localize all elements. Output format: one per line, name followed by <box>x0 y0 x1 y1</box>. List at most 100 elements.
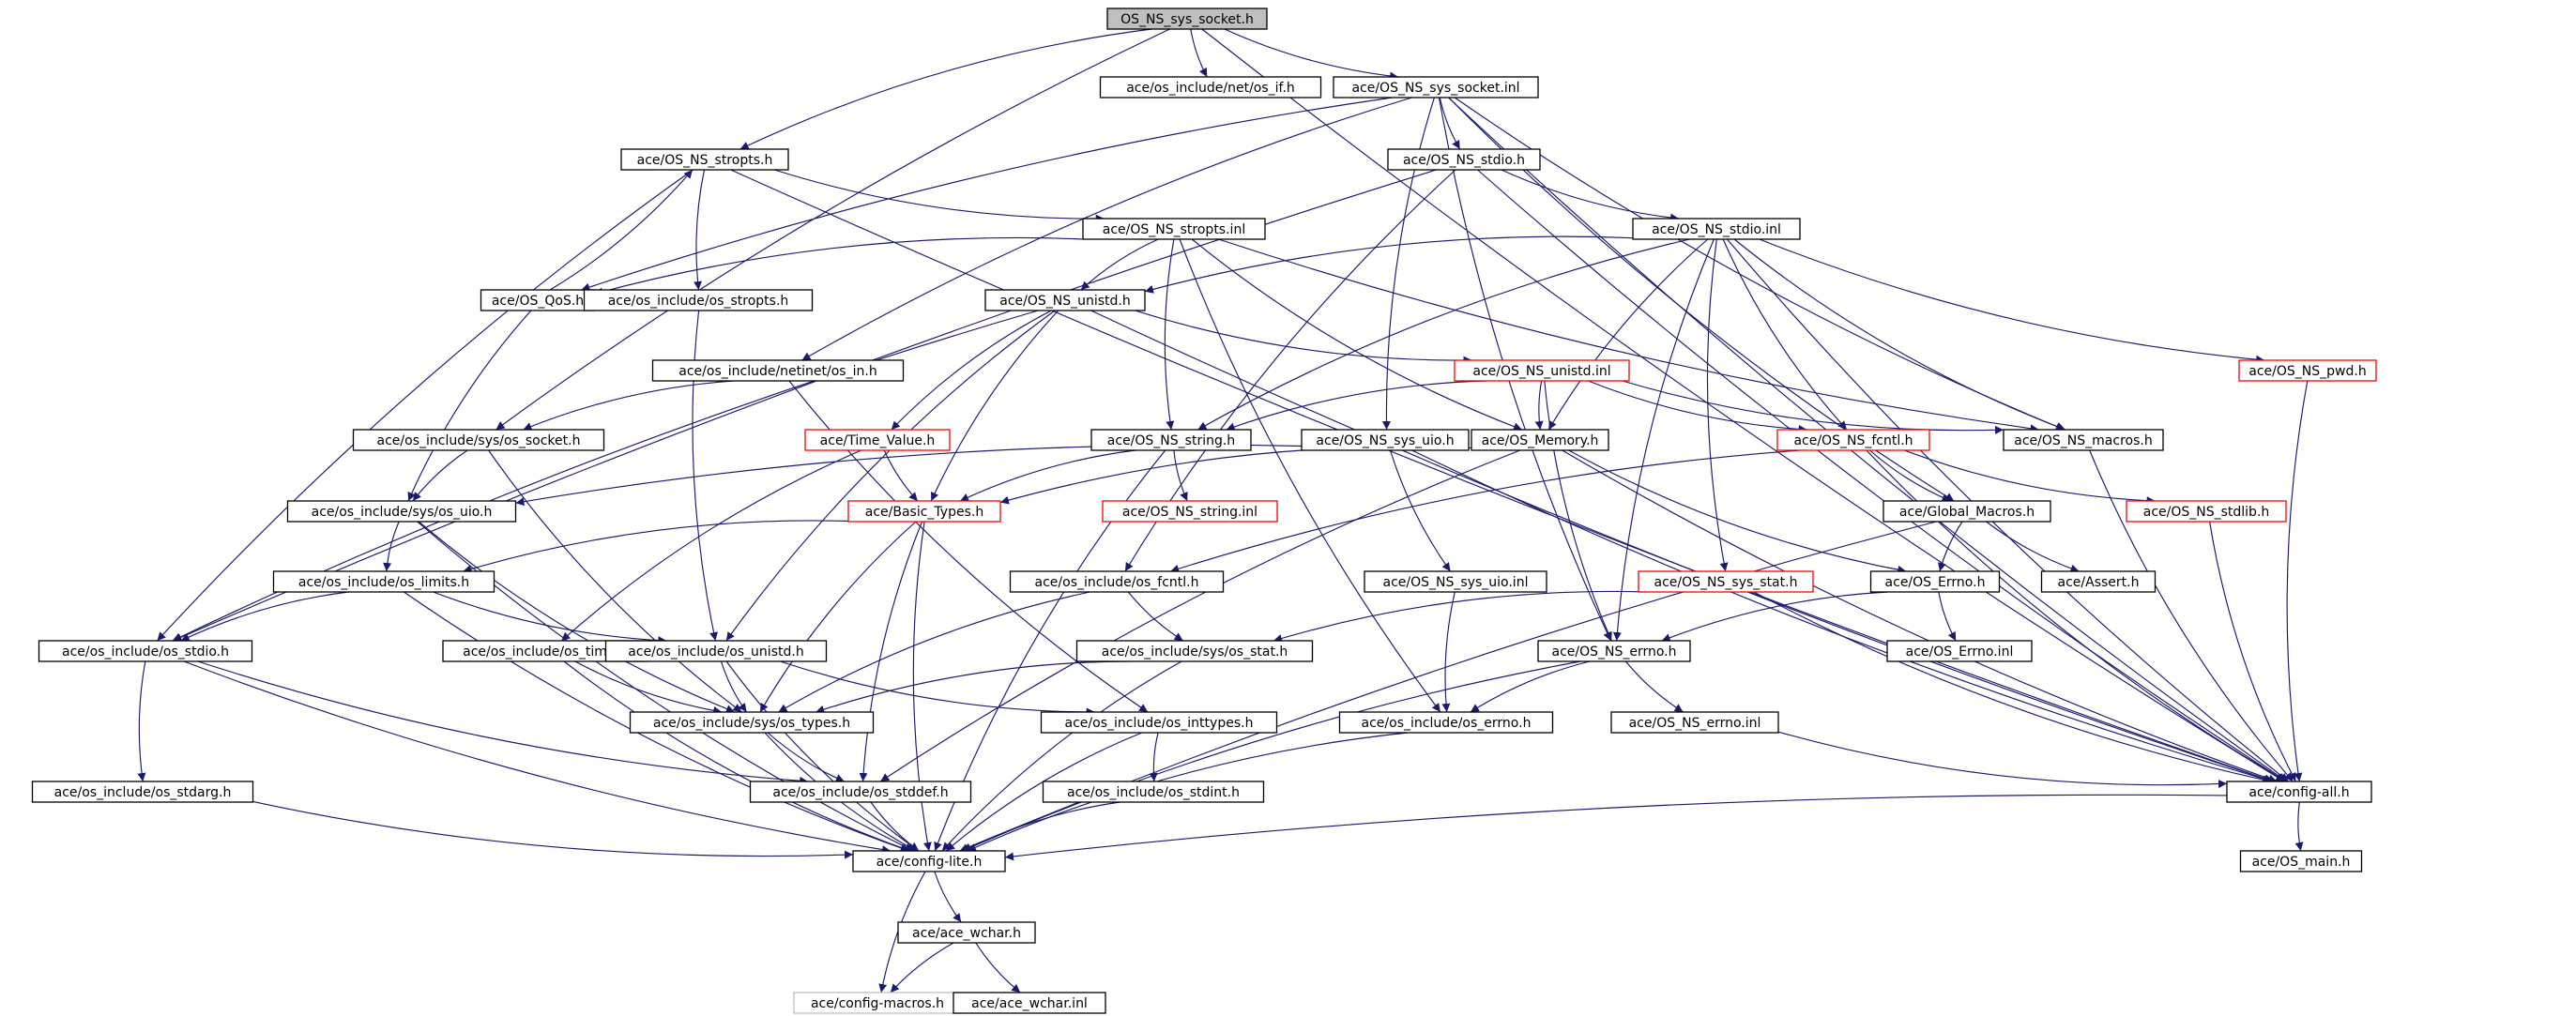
graph-node[interactable]: OS_NS_sys_socket.h <box>1106 8 1268 30</box>
node-box <box>2126 500 2287 523</box>
graph-node[interactable]: ace/OS_NS_stropts.inl <box>1082 218 1266 240</box>
node-label: ace/OS_NS_sys_stat.h <box>1654 575 1798 590</box>
graph-node[interactable]: ace/os_include/os_fcntl.h <box>1009 570 1225 593</box>
graph-node[interactable]: ace/OS_NS_sys_socket.inl <box>1333 76 1539 99</box>
graph-node[interactable]: ace/OS_Errno.h <box>1869 570 2001 593</box>
graph-node[interactable]: ace/os_include/sys/os_types.h <box>629 711 875 734</box>
graph-node[interactable]: ace/config-all.h <box>2226 781 2372 803</box>
node-box <box>1040 711 1278 734</box>
graph-node[interactable]: ace/os_include/os_unistd.h <box>604 640 828 662</box>
node-box <box>1886 640 2033 662</box>
graph-node[interactable]: ace/OS_NS_unistd.inl <box>1454 359 1630 382</box>
graph-node[interactable]: ace/Global_Macros.h <box>1882 500 2051 523</box>
graph-node[interactable]: ace/os_include/os_stdio.h <box>38 640 253 662</box>
graph-node[interactable]: ace/OS_NS_sys_uio.h <box>1301 429 1470 451</box>
dependency-edge <box>2089 449 2294 782</box>
graph-node[interactable]: ace/OS_QoS.h <box>480 289 596 311</box>
dependency-edge <box>574 660 723 715</box>
node-box <box>1106 8 1268 30</box>
dependency-edge <box>1733 238 2066 432</box>
node-label: ace/Global_Macros.h <box>1899 505 2035 520</box>
graph-node[interactable]: ace/OS_NS_sys_uio.inl <box>1364 570 1547 593</box>
dependency-edge <box>730 169 2274 783</box>
graph-node[interactable]: ace/os_include/os_stdint.h <box>1042 781 1265 803</box>
graph-node[interactable]: ace/os_include/os_inttypes.h <box>1040 711 1278 734</box>
node-label: ace/OS_NS_errno.h <box>1551 644 1676 660</box>
dependency-edge <box>2294 801 2304 852</box>
node-box <box>1537 640 1691 662</box>
graph-node[interactable]: ace/os_include/os_stropts.h <box>583 289 814 311</box>
graph-node[interactable]: ace/OS_NS_errno.inl <box>1610 711 1779 734</box>
graph-node[interactable]: ace/OS_Memory.h <box>1471 429 1609 451</box>
graph-node[interactable]: ace/os_include/os_limits.h <box>272 570 495 593</box>
graph-node[interactable]: ace/OS_NS_unistd.h <box>984 289 1146 311</box>
graph-node[interactable]: ace/OS_NS_stdio.h <box>1387 148 1541 171</box>
node-box <box>629 711 875 734</box>
graph-node[interactable]: ace/Time_Value.h <box>804 429 951 451</box>
graph-node[interactable]: ace/os_include/os_errno.h <box>1338 711 1554 734</box>
graph-node[interactable]: ace/os_include/sys/os_socket.h <box>352 429 605 451</box>
node-label: ace/os_include/sys/os_stat.h <box>1102 644 1288 660</box>
graph-node[interactable]: ace/OS_NS_pwd.h <box>2238 359 2377 382</box>
graph-node[interactable]: ace/OS_NS_errno.h <box>1537 640 1691 662</box>
node-box <box>38 640 253 662</box>
dependency-edge <box>1904 449 2156 506</box>
dependency-edge <box>1090 310 2274 783</box>
dependency-edge <box>725 310 1056 642</box>
graph-node[interactable]: ace/Assert.h <box>2040 570 2157 593</box>
dependency-edge <box>780 660 1095 717</box>
graph-node[interactable]: ace/OS_main.h <box>2239 850 2363 872</box>
node-box <box>1075 640 1314 662</box>
dependency-edge <box>1534 380 1544 431</box>
dependency-edge <box>1938 591 1957 642</box>
dependency-edge <box>2286 380 2309 782</box>
graph-node[interactable]: ace/os_include/os_stddef.h <box>749 781 972 803</box>
graph-node[interactable]: ace/OS_NS_stropts.h <box>620 148 789 171</box>
graph-node[interactable]: ace/Basic_Types.h <box>847 500 1001 523</box>
node-label: ace/OS_NS_macros.h <box>2014 433 2152 448</box>
graph-node[interactable]: ace/OS_NS_stdio.inl <box>1632 218 1801 240</box>
dependency-edge <box>739 28 1152 150</box>
graph-node[interactable]: ace/os_include/sys/os_uio.h <box>286 500 517 523</box>
node-box <box>2238 359 2377 382</box>
node-box <box>953 992 1106 1014</box>
node-box <box>620 148 789 171</box>
graph-node[interactable]: ace/os_include/netinet/os_in.h <box>651 359 905 382</box>
graph-node[interactable]: ace/os_include/net/os_if.h <box>1099 76 1322 99</box>
node-label: ace/config-lite.h <box>876 855 983 870</box>
graph-node[interactable]: ace/OS_NS_stdlib.h <box>2126 500 2287 523</box>
dependency-edge <box>1562 449 2278 783</box>
dependency-edge <box>1273 590 1647 643</box>
graph-node[interactable]: ace/ace_wchar.h <box>897 921 1036 944</box>
graph-node[interactable]: ace/OS_NS_string.inl <box>1102 500 1278 523</box>
graph-node[interactable]: ace/os_include/os_time.h <box>442 640 648 662</box>
dependency-edge <box>778 591 1090 713</box>
dependency-edge <box>1866 449 2287 782</box>
node-label: ace/OS_NS_unistd.inl <box>1472 364 1610 379</box>
node-box <box>286 500 517 523</box>
graph-node[interactable]: ace/OS_NS_fcntl.h <box>1776 429 1930 451</box>
dependency-edge <box>594 236 1084 296</box>
dependency-edge <box>1544 380 1612 642</box>
graph-node[interactable]: ace/OS_NS_string.h <box>1090 429 1252 451</box>
graph-node[interactable]: ace/os_include/os_stdarg.h <box>31 781 254 803</box>
graph-node[interactable]: ace/ace_wchar.inl <box>953 992 1106 1014</box>
node-box <box>651 359 905 382</box>
dependency-edge <box>959 449 1136 502</box>
node-label: ace/OS_NS_string.inl <box>1122 505 1258 520</box>
graph-node[interactable]: ace/OS_Errno.inl <box>1886 640 2033 662</box>
dependency-edge <box>1381 97 1435 431</box>
graph-node[interactable]: ace/config-macros.h <box>793 992 962 1014</box>
dependency-edge <box>412 449 468 502</box>
graph-node[interactable]: ace/OS_NS_macros.h <box>2003 429 2164 451</box>
dependency-edge <box>1722 238 1848 431</box>
dependency-edge <box>407 310 532 502</box>
dependency-edge <box>495 28 1170 431</box>
graph-node[interactable]: ace/os_include/sys/os_stat.h <box>1075 640 1314 662</box>
graph-node[interactable]: ace/config-lite.h <box>852 850 1006 872</box>
node-label: ace/OS_NS_sys_socket.inl <box>1351 81 1519 96</box>
graph-node[interactable]: ace/OS_NS_sys_stat.h <box>1638 570 1814 593</box>
node-label: ace/Basic_Types.h <box>865 505 983 520</box>
dependency-edge <box>404 591 909 853</box>
dependency-edge <box>563 660 911 853</box>
